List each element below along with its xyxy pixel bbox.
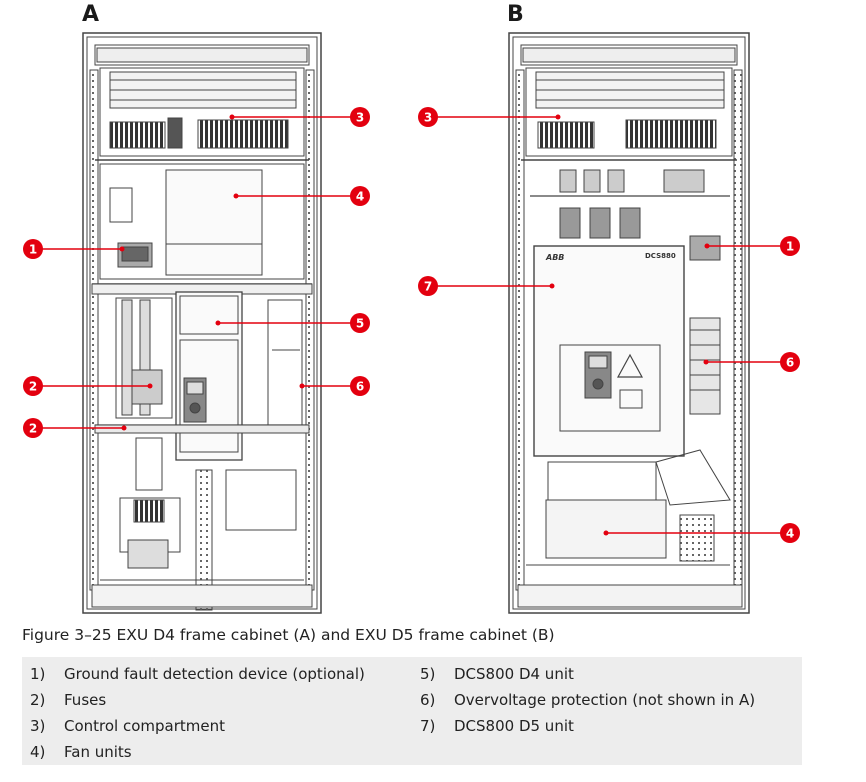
- callout-number: 6: [786, 356, 794, 370]
- callout-number: 6: [356, 380, 364, 394]
- callout-number: 4: [786, 527, 794, 541]
- cabinet-drawings: DCS880 ABB 3 4 1 5 2 6 2 3: [23, 32, 800, 614]
- callout-number: 4: [356, 190, 364, 204]
- callout-a-5: 5: [215, 313, 370, 333]
- callout-b-7: 7: [418, 276, 555, 296]
- callout-number: 2: [29, 422, 37, 436]
- legend-panel: 1) Ground fault detection device (optiona…: [22, 657, 802, 765]
- callout-a-1: 1: [23, 239, 125, 259]
- callout-number: 2: [29, 380, 37, 394]
- legend-item: 4) Fan units: [30, 743, 132, 761]
- legend-text: Fan units: [64, 743, 132, 761]
- callout-number: 1: [786, 240, 794, 254]
- legend-number: 1): [30, 665, 46, 683]
- callout-a-6: 6: [299, 376, 370, 396]
- callout-b-1: 1: [704, 236, 800, 256]
- legend-text: DCS800 D5 unit: [454, 717, 574, 735]
- callout-a-2-lower: 2: [23, 418, 127, 438]
- legend-number: 6): [420, 691, 436, 709]
- callout-number: 7: [424, 280, 432, 294]
- callout-b-6: 6: [703, 352, 800, 372]
- legend-text: Fuses: [64, 691, 107, 709]
- callout-b-4: 4: [603, 523, 800, 543]
- legend-item: 5) DCS800 D4 unit: [420, 665, 574, 683]
- legend-item: 2) Fuses: [30, 691, 106, 709]
- legend-item: 6) Overvoltage protection (not shown in A…: [420, 691, 755, 709]
- legend-number: 5): [420, 665, 436, 683]
- callout-b-3: 3: [418, 107, 561, 127]
- legend-number: 7): [420, 717, 436, 735]
- legend-text: DCS800 D4 unit: [454, 665, 574, 683]
- legend-number: 4): [30, 743, 46, 761]
- legend-item: 1) Ground fault detection device (optiona…: [30, 665, 365, 683]
- callout-number: 5: [356, 317, 364, 331]
- callout-number: 1: [29, 243, 37, 257]
- abb-logo: ABB: [545, 253, 564, 262]
- callout-number: 3: [424, 111, 432, 125]
- legend-item: 3) Control compartment: [30, 717, 225, 735]
- legend-item: 7) DCS800 D5 unit: [420, 717, 574, 735]
- figure-caption: Figure 3–25 EXU D4 frame cabinet (A) and…: [22, 626, 555, 644]
- panel-label-b: B: [507, 2, 524, 27]
- panel-label-a: A: [82, 2, 100, 27]
- legend-number: 3): [30, 717, 46, 735]
- legend-text: Overvoltage protection (not shown in A): [454, 691, 756, 709]
- dcs-unit-label: DCS880: [645, 252, 676, 260]
- legend-number: 2): [30, 691, 46, 709]
- legend-text: Control compartment: [64, 717, 226, 735]
- callout-a-4: 4: [233, 186, 370, 206]
- callout-a-3: 3: [229, 107, 370, 127]
- legend-text: Ground fault detection device (optional): [64, 665, 365, 683]
- callout-number: 3: [356, 111, 364, 125]
- callout-a-2-upper: 2: [23, 376, 153, 396]
- cabinet-b: [508, 32, 750, 614]
